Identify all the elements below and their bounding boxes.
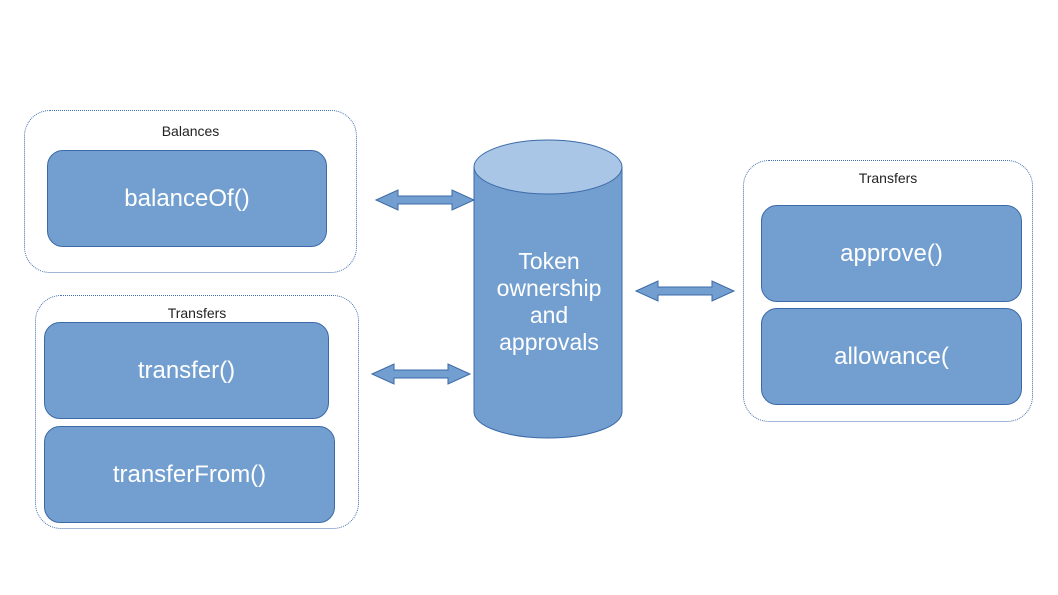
transfers-right-group: Transfers approve() allowance( [743, 160, 1033, 422]
transfers-right-group-label: Transfers [858, 170, 918, 186]
balanceof-function-box: balanceOf() [47, 150, 327, 247]
token-store-label-line: Token [518, 248, 580, 274]
arrow-transfers-store [370, 363, 472, 385]
balances-group: Balances balanceOf() [24, 110, 357, 273]
transferfrom-function-box: transferFrom() [44, 426, 335, 523]
transfer-function-box: transfer() [44, 322, 329, 419]
arrow-balances-store [374, 189, 476, 211]
token-store-label-line: approvals [499, 329, 599, 355]
cylinder-body [473, 166, 623, 439]
token-store-label-line: and [529, 302, 569, 328]
token-store-cylinder [473, 139, 623, 439]
token-store-label-line: ownership [496, 275, 602, 301]
balances-group-label: Balances [161, 123, 220, 139]
transfers-left-group: Transfers transfer() transferFrom() [35, 295, 359, 529]
transfers-left-group-label: Transfers [167, 305, 227, 321]
cylinder-top [473, 139, 623, 195]
arrow-store-approvals [634, 280, 736, 302]
token-store-label: Token ownership and approvals [474, 248, 624, 356]
allowance-function-box: allowance( [761, 308, 1022, 405]
approve-function-box: approve() [761, 205, 1022, 302]
